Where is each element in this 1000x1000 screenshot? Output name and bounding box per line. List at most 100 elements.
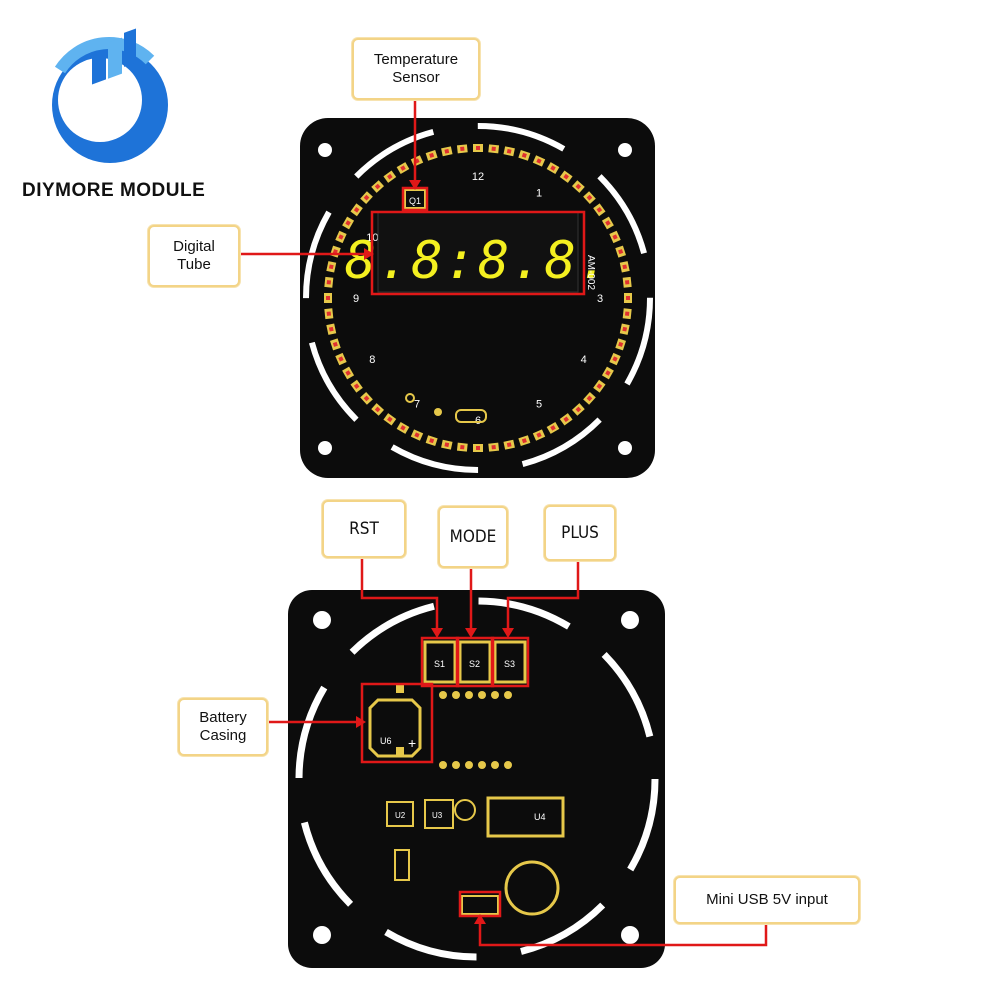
led [546,162,560,175]
led [559,413,573,426]
led [583,391,596,405]
chip-u4-label: U4 [534,812,546,822]
callout-mode: MODE [438,506,508,568]
led [571,403,585,416]
highlight-boxes [360,186,586,918]
led [615,245,627,258]
led [371,403,385,416]
callout-mini-usb-text: Mini USB 5V input [706,891,828,908]
led [350,203,363,217]
silk-model: AM-002 [585,255,596,290]
pin-row-top [439,691,512,769]
callout-battery-casing-text: Battery Casing [199,709,247,744]
led [609,230,621,244]
led [473,444,483,452]
chip-u2-label: U2 [395,811,406,820]
led [324,308,334,320]
led [326,323,337,335]
led [324,293,332,303]
led [619,323,630,335]
led [593,203,606,217]
led [532,429,546,441]
callout-rst-text: RST [349,519,379,539]
switch-s1: S1 [423,640,457,684]
led [503,439,515,450]
led [518,149,531,161]
callout-temperature-sensor: Temperature Sensor [352,38,480,100]
clock-number: 9 [353,293,359,305]
battery-holder: U6 + [368,683,422,758]
led [371,180,385,193]
led [559,170,573,183]
callout-digital-tube: Digital Tube [148,225,240,287]
led [473,144,483,152]
led [360,191,373,205]
switch-s1-label: S1 [434,659,445,669]
led [456,144,468,154]
led [410,429,424,441]
led [624,293,632,303]
led [324,276,334,288]
led [383,413,397,426]
led-ring [324,144,632,452]
chip-u3-label: U3 [432,811,443,820]
switch-s3-label: S3 [504,659,515,669]
clock-number: 5 [536,399,542,411]
led [503,146,515,157]
clock-number: 1 [536,187,542,199]
callout-plus: PLUS [544,505,616,561]
led [425,149,438,161]
callout-rst: RST [322,500,406,558]
led [335,352,347,366]
led [546,421,560,434]
led [329,338,341,351]
led [601,366,614,380]
display-digits: 8.8:8.8. [345,231,611,291]
switch-s2-label: S2 [469,659,480,669]
led [441,146,453,157]
switch-s3: S3 [493,640,527,684]
led [609,352,621,366]
led [488,442,500,452]
led [456,442,468,452]
sensor-mark: Q1 [409,196,421,206]
led [350,379,363,393]
led [619,261,630,273]
led [396,421,410,434]
led [532,155,546,167]
led [335,230,347,244]
led [622,276,632,288]
led [518,435,531,447]
callout-mini-usb: Mini USB 5V input [674,876,860,924]
switch-s2: S2 [458,640,492,684]
led [583,191,596,205]
led [488,144,500,154]
back-board: S1 S2 S3 U6 + U4 U2 U3 [288,590,665,968]
clock-number: 3 [597,293,603,305]
led [360,391,373,405]
led [396,162,410,175]
clock-number: 4 [581,354,587,366]
clock-number: 7 [414,399,420,411]
clock-number: 8 [369,354,375,366]
led [593,379,606,393]
battery-mark: U6 [380,736,392,746]
led [601,216,614,230]
callout-plus-text: PLUS [561,523,599,543]
battery-plus: + [408,735,416,751]
led [622,308,632,320]
brand-name: DIYMORE MODULE [22,180,206,201]
callout-temperature-sensor-text: Temperature Sensor [373,51,459,86]
led [615,338,627,351]
led [571,180,585,193]
clock-number: 12 [472,171,484,183]
led [425,435,438,447]
callout-mode-text: MODE [449,527,497,547]
led [383,170,397,183]
led [326,261,337,273]
led [441,439,453,450]
callout-digital-tube-text: Digital Tube [173,238,215,273]
led [342,216,355,230]
